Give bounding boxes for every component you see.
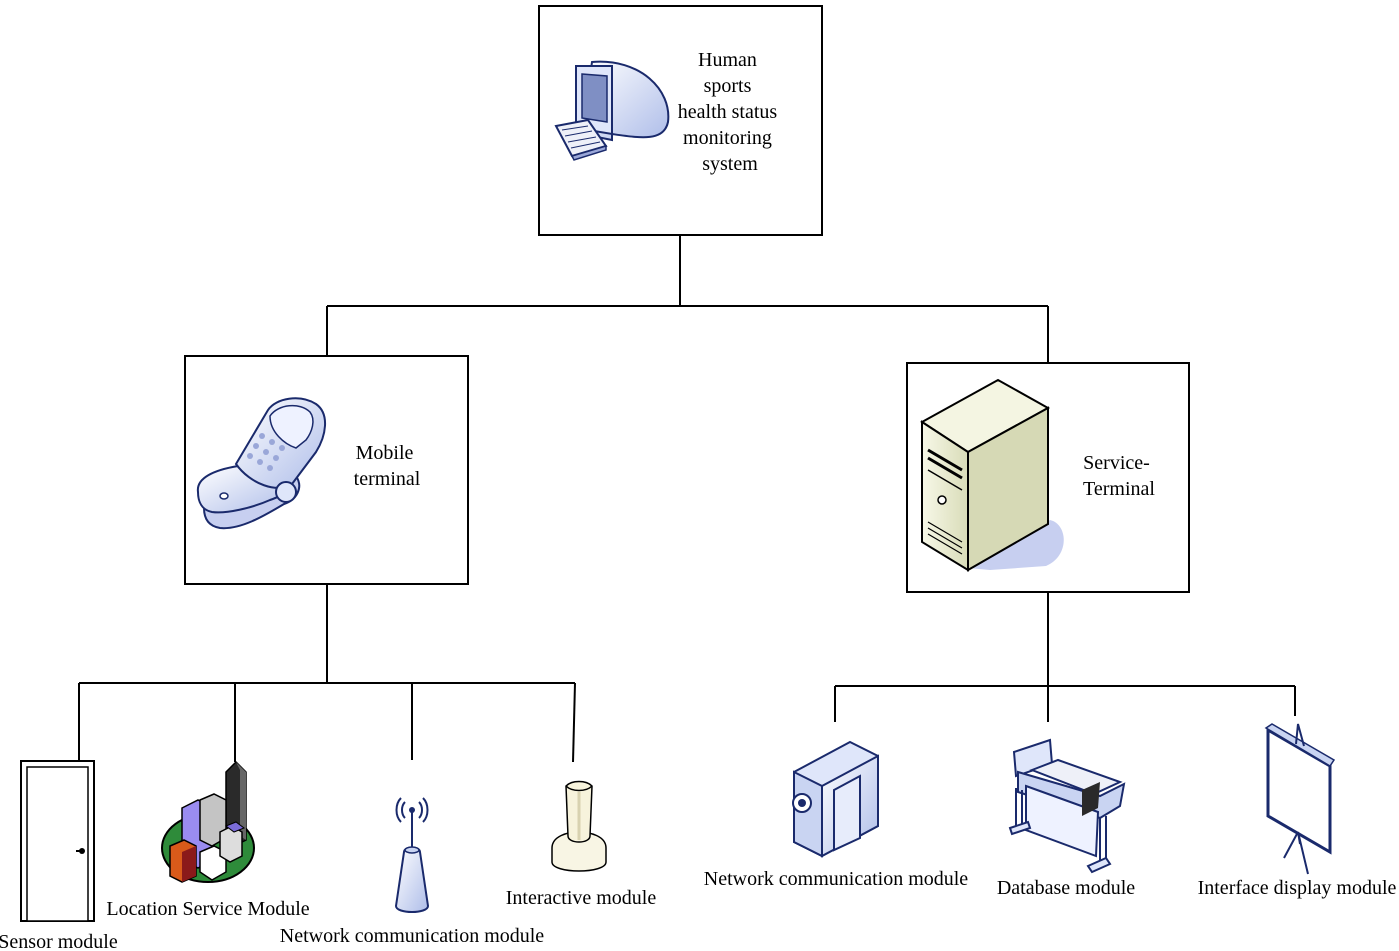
service-terminal-label-line: Service- [1083, 452, 1150, 474]
plotter-printer-icon [1008, 738, 1126, 874]
location-service-module: Location Service Module [106, 760, 310, 920]
module-label: Location Service Module [106, 898, 309, 920]
service-terminal-label: Service- Terminal [1083, 452, 1155, 500]
network-communication-module-mobile: Network communication module [280, 797, 545, 947]
sensor-module: Sensor module [0, 760, 118, 951]
root-label-line: health status [678, 101, 778, 123]
root-node: Human sports health status monitoring sy… [538, 5, 823, 236]
mobile-terminal-node: Mobile terminal [184, 355, 469, 585]
desktop-computer-icon [554, 60, 670, 161]
mobile-modules: Sensor module Location Service Module [0, 760, 657, 951]
mobile-terminal-label: Mobile terminal [354, 442, 421, 490]
service-terminal-label-line: Terminal [1083, 478, 1155, 500]
root-label-line: Human [698, 49, 757, 71]
root-label: Human sports health status monitoring sy… [678, 49, 782, 175]
module-label: Database module [997, 877, 1135, 899]
database-module: Database module [997, 738, 1135, 899]
root-label-line: monitoring [683, 127, 772, 149]
antenna-tower-icon [394, 797, 430, 913]
joystick-icon [551, 780, 607, 872]
root-label-line: system [702, 153, 758, 175]
flip-phone-icon [196, 397, 326, 530]
module-label: Network communication module [704, 868, 969, 890]
connector-lines [78, 235, 1296, 763]
mobile-terminal-label-line: terminal [354, 468, 421, 490]
server-tower-icon [920, 378, 1064, 572]
network-communication-module-service: Network communication module [704, 740, 969, 890]
door-icon [20, 760, 95, 922]
projection-screen-icon [1264, 723, 1336, 875]
video-camera-icon [792, 740, 879, 858]
interactive-module: Interactive module [506, 780, 657, 909]
interface-display-module: Interface display module [1198, 723, 1397, 899]
mobile-terminal-label-line: Mobile [356, 442, 414, 464]
module-label: Interface display module [1198, 877, 1397, 899]
module-label: Network communication module [280, 925, 545, 947]
city-buildings-icon [161, 760, 255, 883]
module-label: Sensor module [0, 931, 118, 951]
module-label: Interactive module [506, 887, 657, 909]
root-label-line: sports [704, 75, 752, 97]
service-terminal-node: Service- Terminal [906, 362, 1190, 593]
service-modules: Network communication module Database mo… [704, 723, 1397, 899]
